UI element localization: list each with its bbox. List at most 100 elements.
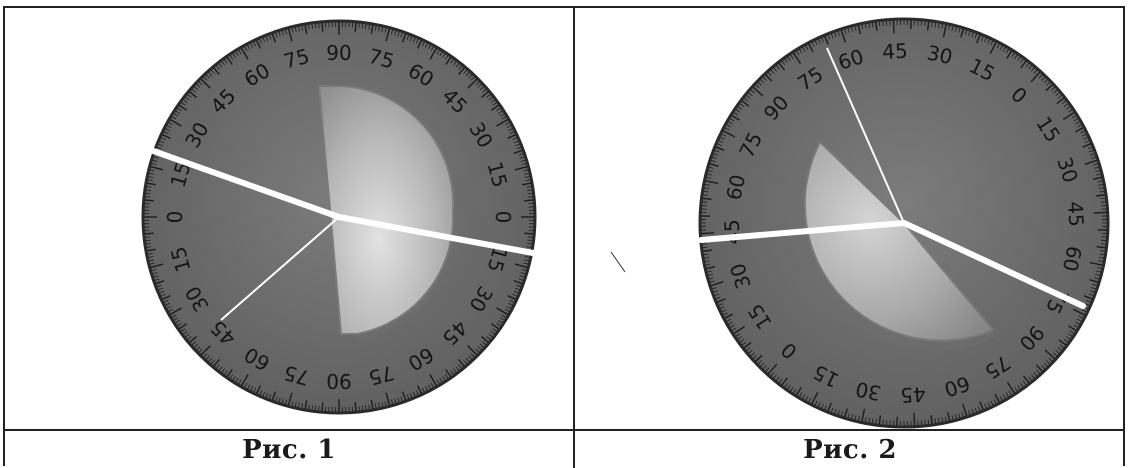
scale-tick (518, 153, 524, 156)
scale-tick (757, 360, 762, 365)
scale-tick (156, 146, 162, 150)
scale-tick (169, 307, 182, 316)
scale-tick (250, 43, 254, 48)
scale-tick (519, 275, 525, 278)
scale-tick (238, 49, 242, 55)
scale-tick (240, 374, 249, 387)
scale-tick (161, 294, 171, 301)
incident-beam (698, 220, 907, 243)
scale-tick (160, 293, 166, 297)
scale-tick (287, 392, 293, 406)
scale-tick (710, 159, 716, 163)
scale-tick (527, 192, 533, 195)
scale-tick (979, 401, 984, 411)
scale-tick (707, 273, 713, 276)
scale-tick (368, 404, 370, 410)
scale-tick (205, 74, 210, 79)
scale-tick (430, 46, 434, 52)
scale-tick (1089, 153, 1095, 156)
scale-tick (527, 236, 533, 238)
scale-tick (962, 403, 968, 417)
scale-tick (401, 391, 407, 401)
scale-tick (796, 50, 800, 56)
scale-tick (183, 99, 188, 103)
scale-tick (954, 414, 957, 420)
scale-tick (704, 256, 710, 259)
scale-tick (1006, 381, 1016, 394)
scale-tick (937, 417, 940, 423)
scale-tick (715, 146, 725, 151)
scale-tick (183, 331, 188, 335)
scale-tick (773, 374, 778, 379)
scale-tick (168, 308, 174, 312)
scale-tick (773, 67, 778, 72)
scale-tick (704, 260, 710, 263)
scale-tick (416, 39, 423, 49)
scale-tick (281, 398, 284, 404)
scale-tick (704, 183, 710, 186)
scale-tick (229, 374, 234, 379)
scale-tick (971, 32, 974, 38)
scale-tick (244, 382, 248, 388)
scale-tick (421, 387, 425, 393)
scale-tick (159, 290, 165, 294)
scale-tick (148, 256, 154, 258)
scale-tick (793, 388, 797, 394)
scale-tick (808, 397, 812, 403)
scale-tick (702, 201, 708, 203)
scale-tick (450, 59, 454, 64)
scale-tick (368, 24, 370, 30)
scale-tick (514, 165, 528, 171)
scale-tick (1096, 173, 1102, 176)
scale-tick (709, 280, 715, 283)
scale-tick (146, 248, 156, 252)
scale-tick (147, 179, 153, 182)
scale-tick (808, 43, 814, 53)
scale-tick (429, 374, 438, 387)
scale-tick (1075, 121, 1081, 125)
scale-tick (974, 407, 978, 413)
scale-tick (814, 40, 818, 46)
scale-tick (275, 396, 278, 402)
scale-tick (221, 61, 225, 66)
scale-tick (145, 196, 151, 198)
scale-tick (990, 400, 994, 406)
scale-tick (714, 293, 720, 297)
scale-tick (844, 28, 847, 34)
scale-tick (1094, 166, 1100, 169)
figure-2-caption: Рис. 2 (803, 434, 897, 465)
scale-tick (151, 268, 157, 272)
scale-tick (811, 391, 819, 405)
scale-tick (843, 408, 848, 418)
scale-label: 45 (882, 39, 909, 64)
scale-tick (232, 376, 236, 381)
scale-tick (1089, 290, 1095, 293)
scale-tick (1043, 79, 1048, 84)
scale-tick (847, 27, 850, 33)
scale-tick (521, 268, 527, 272)
scale-tick (232, 53, 236, 58)
scale-tick (1061, 100, 1067, 105)
scale-tick (268, 394, 272, 400)
scale-tick (486, 336, 491, 341)
scale-tick (716, 298, 726, 303)
scale-tick (1002, 394, 1006, 400)
scale-tick (750, 352, 755, 357)
scale-tick (729, 324, 735, 328)
scale-tick (926, 21, 930, 31)
scale-tick (365, 405, 367, 411)
scale-tick (934, 418, 937, 424)
scale-tick (941, 417, 944, 423)
scale-tick (1020, 382, 1024, 388)
scale-tick (238, 379, 242, 385)
scale-tick (262, 391, 266, 397)
scale-tick (817, 38, 821, 44)
scale-tick (224, 370, 228, 375)
scale-tick (203, 353, 208, 358)
scale-tick (805, 45, 809, 51)
scale-tick (851, 26, 854, 32)
scale-tick (501, 314, 507, 318)
scale-tick (524, 256, 530, 258)
scale-tick (444, 55, 449, 60)
scale-tick (724, 313, 734, 319)
